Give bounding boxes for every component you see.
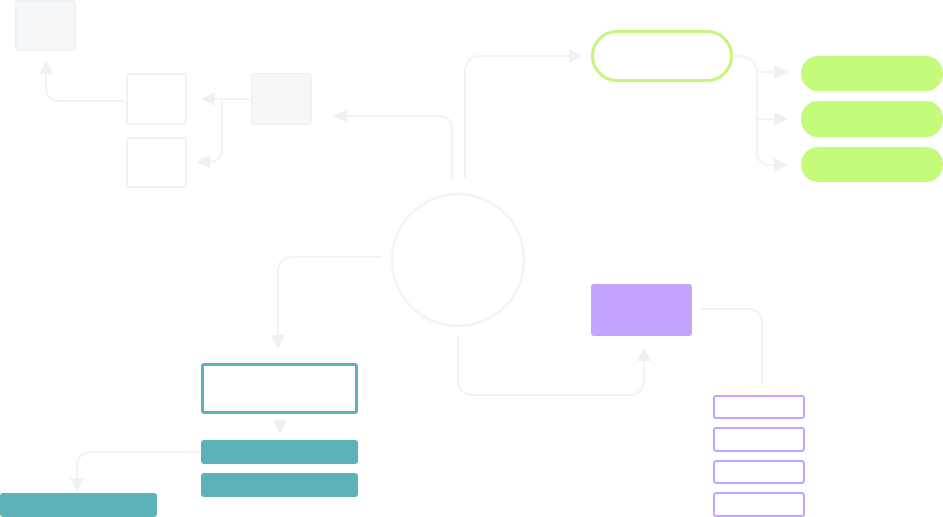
violet-parent-node [591,284,692,336]
gray-child-node-1 [126,73,187,125]
connector-center-to-teal [271,256,382,349]
teal-item-1 [201,440,358,464]
teal-parent-node [201,363,358,414]
connector-center-to-violet [457,336,651,396]
lime-item-1 [801,56,943,91]
teal-node-bottomleft [0,493,157,517]
violet-item-2 [713,427,805,452]
gray-child-node-2 [126,137,187,188]
gray-node-topleft [15,0,76,51]
connector-teal-to-bottomleft [70,451,200,492]
teal-item-2 [201,473,358,497]
connector-child-to-topleft [39,60,125,102]
connector-lime-to-item-2 [756,72,788,126]
lime-parent-pill [591,30,733,82]
connector-lime-to-item-1 [733,55,788,79]
connector-violet-to-list [701,308,763,385]
connector-center-to-gray [333,109,453,178]
violet-item-4 [713,492,805,517]
connector-gray-to-child-2 [196,99,223,169]
lime-item-3 [801,147,943,182]
central-topic-node [391,193,525,327]
connector-center-to-lime [464,49,583,178]
violet-item-3 [713,460,805,484]
violet-item-1 [713,395,805,419]
lime-item-2 [801,101,943,137]
gray-parent-node [251,73,312,125]
connector-lime-to-item-3 [756,119,788,172]
